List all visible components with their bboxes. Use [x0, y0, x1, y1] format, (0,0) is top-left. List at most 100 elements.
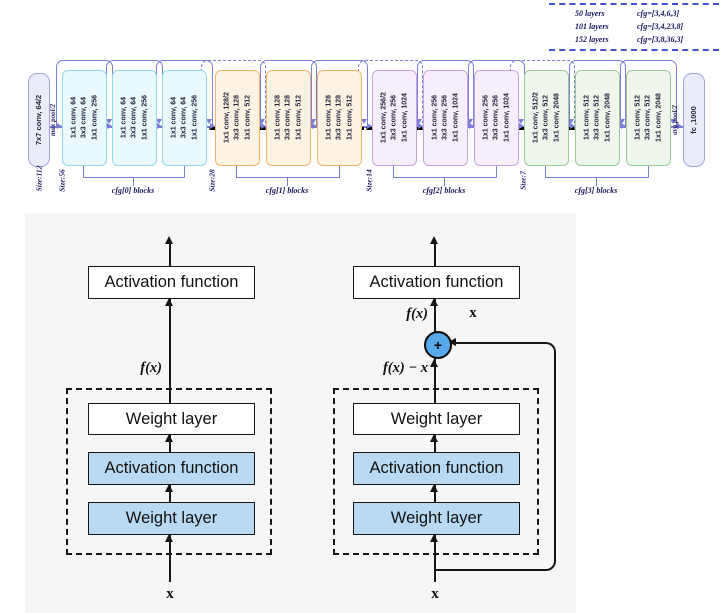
stage-bracket [236, 164, 340, 178]
conv-block: 1x1 conv, 64 3x3 conv, 64 1x1 conv, 256 [162, 70, 207, 166]
arrow-right-icon [677, 123, 682, 129]
size-label: Size:28 [207, 169, 217, 192]
conv-block-text: 1x1 conv, 128 3x3 conv, 128 1x1 conv, 51… [274, 95, 303, 141]
conv-block-text: 1x1 conv, 256 3x3 conv, 256 1x1 conv, 10… [482, 93, 511, 142]
conv-block: 1x1 conv, 128 3x3 conv, 128 1x1 conv, 51… [266, 70, 311, 166]
weight-layer-box: Weight layer [88, 502, 255, 535]
arrow-up-icon [430, 534, 438, 542]
arrow-right-icon [418, 123, 423, 129]
conv-block: 1x1 conv, 512 3x3 conv, 512 1x1 conv, 20… [626, 70, 671, 166]
stage-bracket-stub [133, 177, 135, 186]
arrow-up-icon [165, 236, 173, 244]
legend-cfg-value: cfg=[3,4,23,8] [637, 22, 684, 31]
legend-cfg-value: cfg=[3,8,36,3] [637, 35, 684, 44]
stage-label: cfg[1] blocks [265, 186, 309, 195]
stage-bracket [393, 164, 497, 178]
arrow-up-icon [430, 298, 438, 306]
conv-block-text: 1x1 conv, 256/2 3x3 conv, 256 1x1 conv, … [380, 92, 409, 143]
weight-layer-box: Weight layer [353, 502, 520, 535]
stem-conv-label: 7x7 conv, 64/2 [34, 94, 43, 146]
arrow-down-icon [259, 119, 265, 124]
conv-block: 1x1 conv, 64 3x3 conv, 64 1x1 conv, 256 [62, 70, 107, 166]
arrow-down-icon [619, 119, 625, 124]
skip-arc [620, 60, 677, 127]
residual-dashed-boundary [333, 388, 539, 555]
stage-bracket-stub [287, 177, 289, 186]
avg-pool-label: avg pool/2 [671, 105, 679, 135]
arrow-right-icon [621, 123, 626, 129]
conv-block: 1x1 conv, 128/2 3x3 conv, 128 1x1 conv, … [215, 70, 260, 166]
connector-line [434, 533, 436, 582]
legend-row: 50 layers cfg=[3,4,6,3] [549, 7, 719, 20]
conv-block-text: 1x1 conv, 64 3x3 conv, 64 1x1 conv, 256 [120, 95, 149, 141]
conv-block-text: 1x1 conv, 512 3x3 conv, 512 1x1 conv, 20… [583, 93, 612, 142]
fc-label: fc ,1000 [689, 106, 698, 134]
size-label: Size:112 [34, 165, 44, 192]
stage-bracket-stub [444, 177, 446, 186]
arrow-up-icon [430, 484, 438, 492]
conv-block-text: 1x1 conv, 64 3x3 conv, 64 1x1 conv, 256 [70, 95, 99, 141]
conv-block: 1x1 conv, 64 3x3 conv, 64 1x1 conv, 256 [112, 70, 157, 166]
arrow-right-icon [261, 123, 266, 129]
conv-block: 1x1 conv, 512/2 3x3 conv, 512 1x1 conv, … [524, 70, 569, 166]
conv-block: 1x1 conv, 256/2 3x3 conv, 256 1x1 conv, … [372, 70, 417, 166]
stage-label: cfg[3] blocks [574, 186, 618, 195]
input-x-label: x [431, 586, 439, 602]
connector-line [434, 297, 436, 332]
skip-arc [417, 60, 474, 127]
legend-row: 152 layers cfg=[3,8,36,3] [549, 33, 719, 46]
stage-bracket [545, 164, 649, 178]
stage-bracket [83, 164, 185, 178]
arrow-down-icon [156, 119, 162, 124]
arrow-down-icon [518, 119, 524, 124]
activation-function-box: Activation function [353, 266, 520, 299]
weight-layer-box: Weight layer [353, 403, 520, 435]
stage-label: cfg[2] blocks [422, 186, 466, 195]
conv-block: 1x1 conv, 256 3x3 conv, 256 1x1 conv, 10… [423, 70, 468, 166]
activation-function-box: Activation function [88, 452, 255, 485]
arrow-down-icon [467, 119, 473, 124]
arrow-down-icon [670, 119, 676, 124]
arrow-right-icon [157, 123, 162, 129]
skip-arc [569, 60, 626, 127]
conv-block-text: 1x1 conv, 128 3x3 conv, 128 1x1 conv, 51… [325, 95, 354, 141]
cfg-legend: 50 layers cfg=[3,4,6,3] 101 layers cfg=[… [549, 3, 719, 51]
conv-block-text: 1x1 conv, 512/2 3x3 conv, 512 1x1 conv, … [532, 92, 561, 143]
connector-line [169, 297, 171, 404]
arrow-up-icon [430, 236, 438, 244]
activation-function-box: Activation function [353, 452, 520, 485]
fx-label: f(x) [140, 360, 162, 376]
arrow-down-icon [106, 119, 112, 124]
skip-connection-path [435, 342, 556, 571]
fx-minus-x-label: f(x) − x [382, 360, 428, 376]
arrow-down-icon [568, 119, 574, 124]
conv-block: 1x1 conv, 128 3x3 conv, 128 1x1 conv, 51… [317, 70, 362, 166]
arrow-right-icon [570, 123, 575, 129]
plus-icon: + [433, 337, 443, 353]
conv-block: 1x1 conv, 512 3x3 conv, 512 1x1 conv, 20… [575, 70, 620, 166]
size-label: Size:56 [57, 169, 67, 192]
size-label: Size:7 [518, 171, 528, 190]
conv-block-text: 1x1 conv, 64 3x3 conv, 64 1x1 conv, 256 [170, 95, 199, 141]
arrow-down-icon [310, 119, 316, 124]
connector-line [169, 533, 171, 582]
max-pool-label: max pool/2 [49, 103, 57, 137]
arrow-right-icon [57, 123, 62, 129]
connector-line [434, 483, 436, 503]
skip-arc [260, 60, 317, 127]
arrow-up-icon [165, 434, 173, 442]
stage-label: cfg[0] blocks [111, 186, 155, 195]
arrow-up-icon [430, 434, 438, 442]
connector-line [169, 483, 171, 503]
connector-line [169, 433, 171, 453]
stem-conv-box: 7x7 conv, 64/2 [28, 73, 50, 167]
arrow-right-icon [210, 123, 215, 129]
conv-block: 1x1 conv, 256 3x3 conv, 256 1x1 conv, 10… [474, 70, 519, 166]
conv-block-text: 1x1 conv, 256 3x3 conv, 256 1x1 conv, 10… [431, 93, 460, 142]
arrow-right-icon [367, 123, 372, 129]
legend-layers-label: 101 layers [575, 22, 609, 31]
connector-line [169, 240, 171, 267]
skip-x-label: x [469, 305, 477, 321]
arrow-down-icon [361, 119, 367, 124]
arrow-right-icon [312, 123, 317, 129]
